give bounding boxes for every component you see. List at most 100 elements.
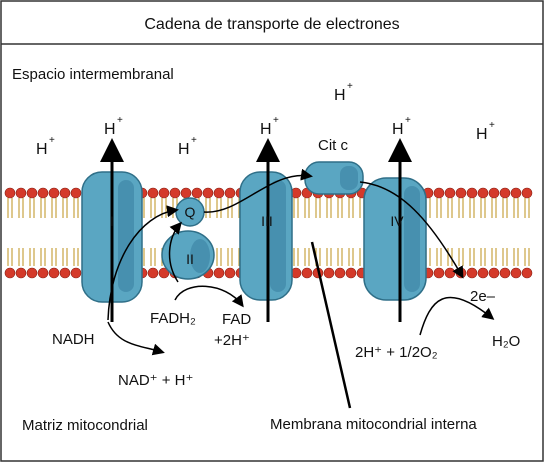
lipid-head: [158, 267, 170, 279]
inner-membrane-label: Membrana mitocondrial interna: [270, 416, 477, 433]
svg-text:H: H: [334, 87, 346, 104]
electron-path-ii-to-q: [168, 221, 182, 283]
lipid-head: [70, 187, 82, 199]
nadh-label: NADH: [52, 331, 95, 348]
lipid-head: [510, 187, 522, 199]
lipid-head: [444, 187, 456, 199]
lipid-head: [169, 187, 181, 199]
lipid-head: [37, 187, 49, 199]
proton-label: H+: [476, 120, 495, 143]
lipid-head: [455, 187, 467, 199]
lipid-head: [466, 267, 478, 279]
lipid-head: [26, 187, 38, 199]
lipid-head: [15, 187, 27, 199]
svg-text:H: H: [178, 141, 190, 158]
lipid-head: [147, 187, 159, 199]
fad-label: FAD: [222, 311, 251, 328]
lipid-head: [180, 187, 192, 199]
lipid-head: [433, 187, 445, 199]
oxygen-label: 2H⁺ + 1/2O₂: [355, 344, 438, 361]
lipid-head: [202, 187, 214, 199]
fadh2-oxidation-arrow: [174, 285, 244, 308]
lipid-head: [301, 267, 313, 279]
svg-text:H: H: [476, 126, 488, 143]
lipid-head: [48, 267, 60, 279]
lipid-head: [191, 187, 203, 199]
svg-text:+: +: [347, 81, 353, 92]
svg-text:H: H: [260, 121, 272, 138]
lipid-head: [444, 267, 456, 279]
water-label: H₂O: [492, 333, 520, 350]
electrons-label: 2e–: [470, 288, 496, 305]
lipid-head: [48, 187, 60, 199]
lipid-head: [59, 267, 71, 279]
lipid-head: [488, 187, 500, 199]
lipid-head: [213, 267, 225, 279]
svg-text:+: +: [49, 135, 55, 146]
lipid-head: [433, 267, 445, 279]
svg-text:+: +: [489, 120, 495, 131]
svg-text:+: +: [405, 115, 411, 126]
complex-ii: [161, 230, 215, 280]
lipid-head: [224, 267, 236, 279]
lipid-head: [37, 267, 49, 279]
electron-path-cytc-to-iv: [359, 181, 464, 279]
complex-iv: [363, 177, 427, 301]
lipid-head: [334, 267, 346, 279]
lipid-head: [499, 187, 511, 199]
lipid-head: [521, 187, 533, 199]
electron-path-i-to-q: [107, 205, 179, 321]
lipid-head: [4, 267, 16, 279]
intermembrane-space-label: Espacio intermembranal: [12, 66, 174, 83]
complex-iii-label: III: [261, 213, 273, 229]
cytochrome-c-label: Cit c: [318, 137, 349, 154]
lipid-head: [323, 267, 335, 279]
complex-i-label: I: [110, 213, 114, 229]
oxygen-reduction-arrow: [419, 296, 495, 336]
proton-label: H+: [104, 115, 123, 138]
q-label: Q: [185, 204, 196, 220]
svg-text:H: H: [392, 121, 404, 138]
svg-text:+: +: [191, 135, 197, 146]
lipid-head: [488, 267, 500, 279]
proton-label: H+: [36, 135, 55, 158]
proton-label: H+: [392, 115, 411, 138]
proton-label: H+: [334, 81, 353, 104]
nadh-oxidation-arrow: [107, 321, 165, 356]
proton-label: H+: [178, 135, 197, 158]
lipid-head: [466, 187, 478, 199]
matrix-label: Matriz mitocondrial: [22, 417, 148, 434]
lipid-head: [147, 267, 159, 279]
lipid-head: [499, 267, 511, 279]
lipid-head: [26, 267, 38, 279]
lipid-head: [158, 187, 170, 199]
lipid-head: [224, 187, 236, 199]
nad-plus-label: NAD⁺ + H⁺: [118, 372, 193, 389]
lipid-head: [15, 267, 27, 279]
diagram-title: Cadena de transporte de electrones: [144, 16, 399, 33]
svg-text:H: H: [36, 141, 48, 158]
fadh2-label: FADH₂: [150, 310, 196, 327]
lipid-head: [477, 187, 489, 199]
lipid-head: [213, 187, 225, 199]
lipid-head: [59, 187, 71, 199]
svg-text:+: +: [273, 115, 279, 126]
complex-iii: [239, 171, 293, 301]
fad-protons-label: +2H⁺: [214, 332, 250, 349]
electron-path-q-to-cytc: [203, 168, 313, 213]
svg-text:+: +: [117, 115, 123, 126]
complex-ii-label: II: [186, 251, 194, 267]
proton-label: H+: [260, 115, 279, 138]
lipid-head: [521, 267, 533, 279]
lipid-head: [345, 267, 357, 279]
lipid-head: [477, 267, 489, 279]
lipid-head: [510, 267, 522, 279]
lipid-head: [70, 267, 82, 279]
complex-iv-label: IV: [390, 213, 404, 229]
membrane-pointer-line: [310, 241, 352, 409]
svg-text:H: H: [104, 121, 116, 138]
lipid-head: [4, 187, 16, 199]
cytochrome-c: [304, 161, 364, 195]
